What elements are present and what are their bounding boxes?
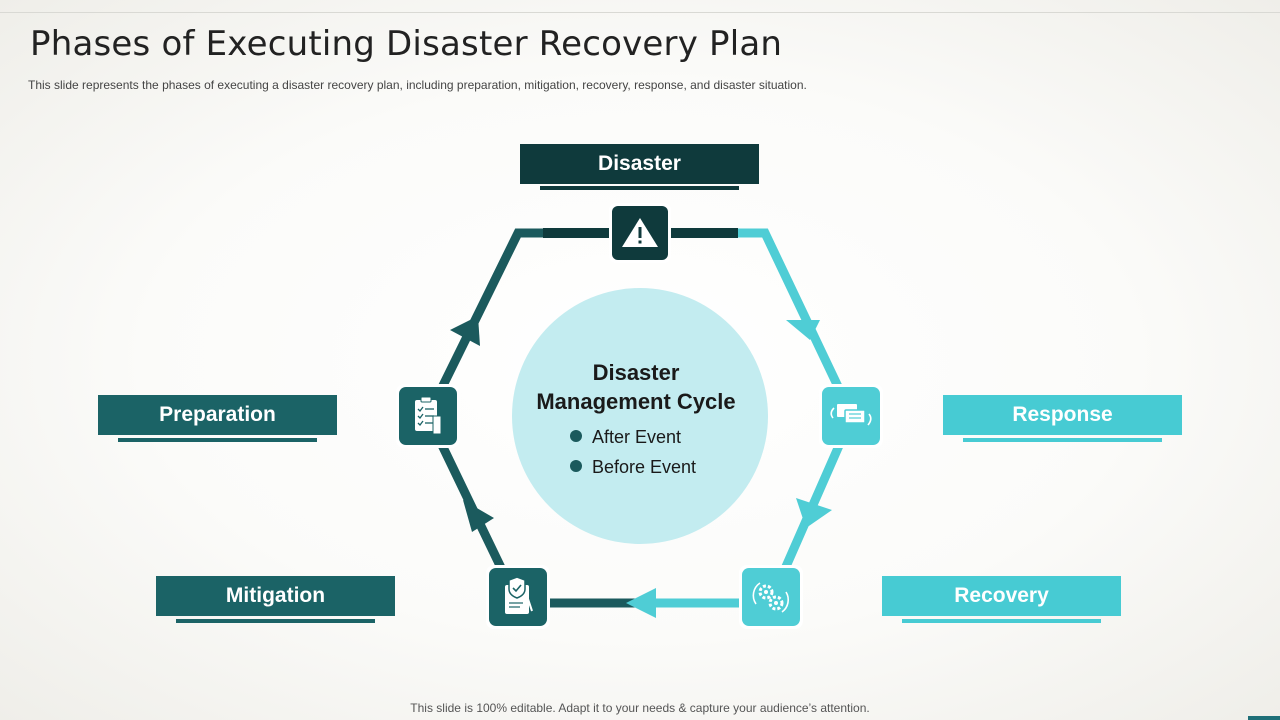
gears-cycle-icon (752, 582, 789, 613)
phase-label-mitigation: Mitigation (156, 576, 395, 616)
arrow-to-recovery (796, 498, 832, 528)
recovery-node (739, 565, 803, 629)
legend-dot (570, 460, 582, 473)
arrow-to-response (786, 320, 820, 340)
corner-accent (1248, 716, 1280, 720)
legend-label: Before Event (592, 457, 697, 477)
phase-underline-preparation (118, 438, 317, 442)
phase-underline-mitigation (176, 619, 375, 623)
arrow-to-mitigation (626, 588, 656, 618)
page-subtitle: This slide represents the phases of exec… (28, 78, 807, 92)
center-title-block: Disaster Management Cycle (512, 358, 760, 416)
phase-label-response: Response (943, 395, 1182, 435)
top-divider (0, 12, 1280, 13)
legend-label: After Event (592, 427, 682, 447)
phase-label-disaster: Disaster (520, 144, 759, 184)
center-title-line1: Disaster (592, 360, 680, 385)
footer-note: This slide is 100% editable. Adapt it to… (410, 701, 870, 715)
disaster-node (609, 203, 671, 263)
warning-icon (622, 218, 658, 247)
center-circle (512, 288, 768, 544)
legend-dot (570, 430, 582, 443)
preparation-node (396, 384, 460, 448)
center-title-line2: Management Cycle (536, 389, 736, 414)
phase-underline-disaster (540, 186, 739, 190)
chat-bubbles-icon (830, 404, 872, 426)
legend-item-before-event: Before Event (570, 457, 696, 478)
arrow-to-disaster (450, 316, 480, 346)
legend-item-after-event: After Event (570, 427, 681, 448)
phase-underline-recovery (902, 619, 1101, 623)
phase-underline-response (963, 438, 1162, 442)
mitigation-node (486, 565, 550, 629)
shield-document-icon (505, 576, 533, 614)
arrow-to-preparation (463, 500, 494, 532)
phase-label-recovery: Recovery (882, 576, 1121, 616)
response-node (819, 384, 883, 448)
page-title: Phases of Executing Disaster Recovery Pl… (30, 24, 783, 64)
checklist-icon (415, 396, 442, 435)
phase-label-preparation: Preparation (98, 395, 337, 435)
